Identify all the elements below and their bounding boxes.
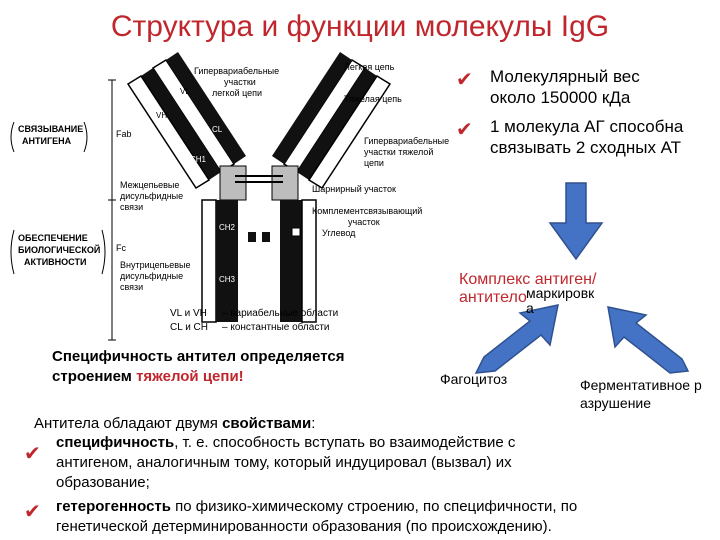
specificity-highlight: тяжелой цепи! (136, 368, 244, 385)
label-ch2: CH2 (219, 223, 236, 232)
hyper-heavy-3: цепи (364, 158, 384, 168)
label-vh: VH (156, 111, 167, 120)
fact-1-line-2: около 150000 кДа (490, 88, 631, 107)
binding-label-1: СВЯЗЫВАНИЕ (18, 124, 83, 134)
bio-label-2: БИОЛОГИЧЕСКОЙ (18, 244, 100, 255)
bio-label-1: ОБЕСПЕЧЕНИЕ (18, 233, 88, 243)
properties-intro: Антитела обладают двумя свойствами: (34, 414, 315, 433)
label-vl: VL (180, 87, 190, 96)
legend-const-sym: CL и CH (170, 322, 208, 333)
label-ch3: CH3 (219, 275, 236, 284)
intrachain-2: дисульфидные (120, 271, 183, 281)
flow-arrows (474, 182, 690, 374)
arrow-up-right-from-phago (474, 304, 559, 374)
top-left-annotation: Гипервариабельные участки легкой цепи (194, 66, 279, 98)
heterogeneity-item-line-2: генетической детерминированности образов… (56, 518, 552, 535)
spec-text-1: , т. е. способность вступать во взаимоде… (174, 434, 516, 451)
marking-label: маркировка (526, 285, 595, 316)
hyper-light-3: легкой цепи (212, 88, 262, 98)
intro-colon: : (311, 415, 316, 432)
interchain-1: Межцепьевые (120, 180, 179, 190)
interchain-3: связи (120, 202, 143, 212)
down-arrow (548, 182, 604, 261)
fact-2-line-1: 1 молекула АГ способна (490, 117, 684, 136)
fact-2-line-2: связывать 2 сходных АТ (490, 138, 682, 157)
hinge-label: Шарнирный участок (312, 184, 396, 194)
legend-const-text: – константные области (222, 321, 330, 333)
intro-bold: свойствами (222, 415, 312, 432)
intrachain-1: Внутрицепьевые (120, 260, 191, 270)
carb-marker (291, 227, 301, 237)
check-icon: ✔ (24, 501, 41, 523)
arrow-up-left-from-enzyme (607, 306, 690, 374)
label-ch1: CH1 (190, 155, 207, 164)
legend-var-sym: VL и VH (170, 308, 207, 319)
heterogeneity-item-line-1: гетерогенность по физико-химическому стр… (56, 497, 577, 516)
enzyme-label: Ферментативное разрушение (580, 377, 702, 411)
specificity-item-line-2: антигеном, аналогичным тому, который инд… (56, 454, 512, 471)
complement-label-2: участок (348, 217, 380, 227)
left-brackets (10, 79, 116, 341)
check-icon: ✔ (456, 69, 473, 91)
gen-text-1: по физико-химическому строению, по специ… (175, 498, 578, 515)
intrachain-3: связи (120, 282, 143, 292)
domain-labels: VL VH CL CH1 CH2 CH3 (156, 87, 236, 284)
specificity-note: Специфичность антител определяется строе… (52, 347, 372, 387)
slide-title: Структура и функции молекулы IgG (110, 10, 610, 43)
hyper-light-1: Гипервариабельные (194, 66, 279, 76)
gen-term: гетерогенность (56, 498, 171, 515)
bio-label-3: АКТИВНОСТИ (24, 257, 86, 267)
antibody-left-arm (126, 52, 246, 190)
label-cl: CL (212, 125, 223, 134)
check-icon: ✔ (24, 443, 41, 465)
intro-text: Антитела обладают двумя (34, 415, 218, 432)
fc-stem (201, 199, 317, 323)
legend: VL и VH – вариабельные области CL и CH –… (170, 307, 338, 333)
check-icon: ✔ (456, 119, 473, 141)
fc-label: Fc (116, 243, 126, 253)
specificity-item-line-3: образование; (56, 474, 150, 491)
legend-var-text: – вариабельные области (222, 307, 338, 319)
specificity-item-line-1: специфичность, т. е. способность вступат… (56, 433, 515, 452)
fact-1-line-1: Молекулярный вес (490, 67, 640, 86)
carb-label: Углевод (322, 228, 356, 238)
spec-term: специфичность (56, 434, 175, 451)
complex-label: Комплекс антиген/антитело (459, 271, 597, 306)
fab-label: Fab (116, 129, 132, 139)
light-chain-label: Легкая цепь (344, 62, 395, 72)
igg-structure-diagram: VL VH CL CH1 CH2 CH3 СВЯЗЫВАНИЕ АНТИГЕНА… (10, 52, 449, 341)
specificity-text: Специфичность антител определяется строе… (52, 348, 345, 385)
hinge-region (219, 165, 299, 201)
right-annotations: Легкая цепь Тяжелая цепь Гипервариабельн… (291, 62, 449, 238)
phagocytosis-label: Фагоцитоз (440, 371, 508, 387)
binding-label-2: АНТИГЕНА (22, 136, 72, 146)
left-annotations: СВЯЗЫВАНИЕ АНТИГЕНА Fab Межцепьевые дису… (18, 124, 191, 292)
antibody-right-arm (272, 52, 392, 190)
hyper-heavy-2: участки тяжелой (364, 147, 433, 157)
hyper-light-2: участки (224, 77, 256, 87)
complement-label-1: Комплементсвязывающий (312, 206, 422, 216)
hyper-heavy-1: Гипервариабельные (364, 136, 449, 146)
heavy-chain-label: Тяжелая цепь (344, 94, 402, 104)
interchain-2: дисульфидные (120, 191, 183, 201)
